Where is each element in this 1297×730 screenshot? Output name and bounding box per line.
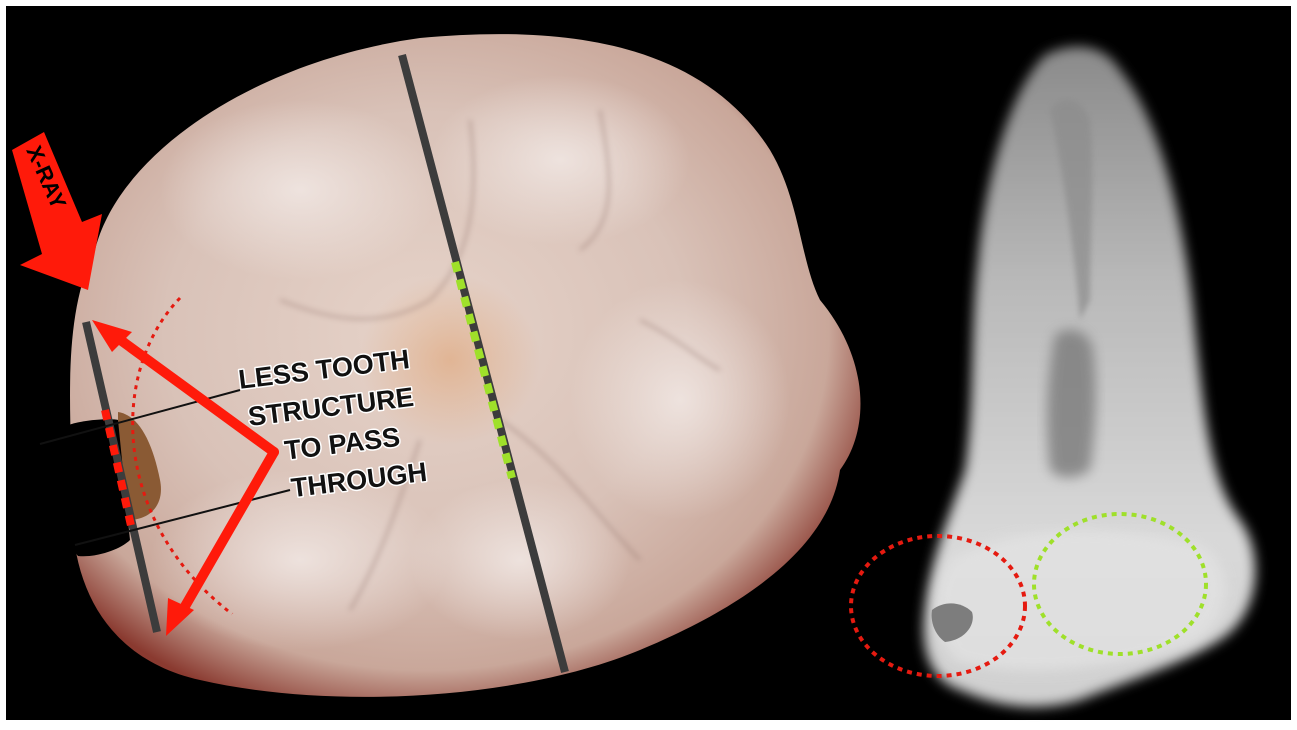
cusp-highlight	[570, 280, 790, 520]
cusp-highlight	[160, 100, 440, 280]
pulp-chamber	[1047, 330, 1096, 478]
